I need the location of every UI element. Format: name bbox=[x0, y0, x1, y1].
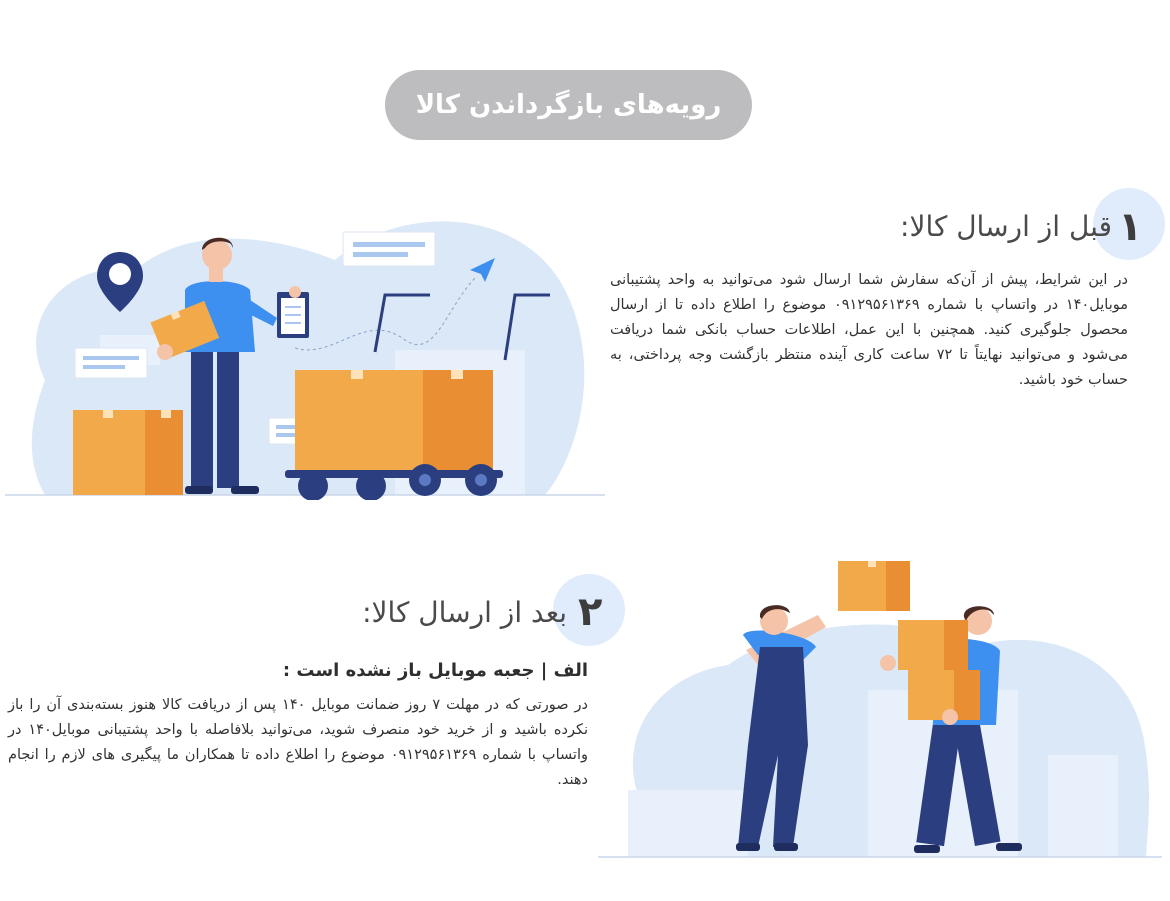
movers-lifting-boxes-illustration bbox=[598, 561, 1162, 858]
step2-text: در صورتی که در مهلت ۷ روز ضمانت موبایل ۱… bbox=[8, 697, 588, 788]
step2-number-circle bbox=[553, 574, 625, 646]
step1-heading: قبل از ارسال کالا: bbox=[900, 210, 1112, 243]
delivery-worker-illustration bbox=[5, 221, 605, 500]
step1-number-circle bbox=[1093, 188, 1165, 260]
step2-heading: بعد از ارسال کالا: bbox=[362, 596, 567, 629]
step1-number: ۱ bbox=[1118, 204, 1143, 250]
page-title: رویه‌های بازگرداندن کالا bbox=[385, 70, 752, 140]
step2-subheading: الف | جعبه موبایل باز نشده است : bbox=[282, 660, 588, 681]
step1-text: در این شرایط، پیش از آن‌که سفارش شما ارس… bbox=[610, 272, 1128, 388]
step2-number: ۲ bbox=[578, 589, 603, 635]
